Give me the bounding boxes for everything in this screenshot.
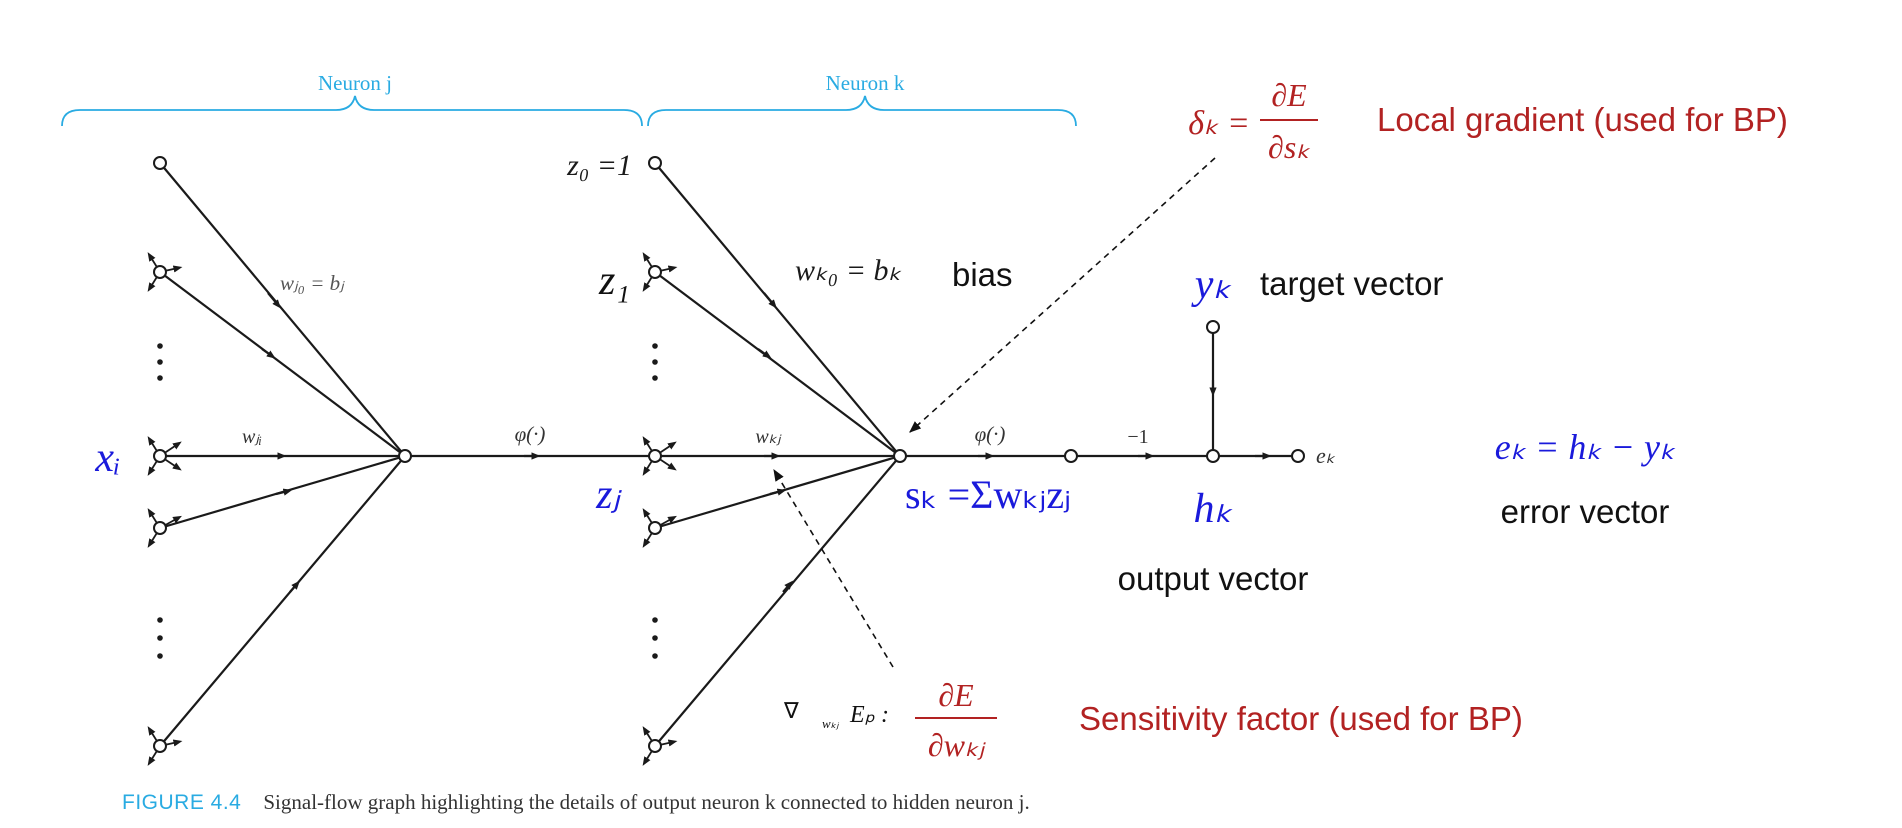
node-bias-j: [153, 156, 167, 170]
node-yk: [1206, 320, 1220, 334]
label-zj: zⱼ: [595, 472, 622, 518]
node-sum-j: [398, 449, 412, 463]
ellipsis-dots: [157, 343, 658, 659]
graph-nodes: [153, 156, 1305, 753]
node-z1: [648, 265, 662, 279]
node-ek: [1291, 449, 1305, 463]
label-minus1: −1: [1127, 426, 1148, 448]
label-hk: hₖ: [1194, 486, 1234, 532]
label-local-gradient: Local gradient (used for BP): [1377, 101, 1788, 138]
label-wj0: wⱼ₀ = bⱼ: [280, 271, 345, 295]
delta-denominator: ∂sₖ: [1268, 129, 1310, 165]
neuron-k-arrowheads: [757, 292, 1272, 593]
node-xm: [153, 739, 167, 753]
edge-z1-k: [654, 271, 901, 457]
label-yk: yₖ: [1191, 262, 1233, 308]
label-wji: wⱼᵢ: [242, 426, 262, 448]
input-stubs: [147, 252, 678, 766]
brace-neuron-j: [61, 95, 643, 127]
delta-lhs: δₖ =: [1188, 105, 1250, 142]
dashed-arrow-local-gradient: [909, 157, 1216, 433]
brace-label-neuron-j: Neuron j: [318, 71, 392, 95]
brace-label-neuron-k: Neuron k: [826, 71, 905, 95]
node-out-k: [1064, 449, 1078, 463]
fraction-bars: [915, 119, 1318, 719]
edge-x1-j: [159, 271, 406, 457]
label-target-vector: target vector: [1260, 265, 1443, 302]
label-phi-k: φ(·): [975, 422, 1006, 446]
label-ek-small: eₖ: [1316, 443, 1336, 468]
label-xi: xᵢ: [94, 435, 120, 481]
node-z0: [648, 156, 662, 170]
dashed-arrows: [773, 157, 1216, 668]
grad-subscript: wₖⱼ: [822, 716, 839, 731]
label-phi-j: φ(·): [515, 422, 546, 446]
label-sk-sum: sₖ =Σwₖⱼzⱼ: [905, 472, 1071, 517]
node-zj: [648, 449, 662, 463]
sensitivity-numerator: ∂E: [938, 677, 974, 713]
label-error-vector: error vector: [1501, 493, 1670, 530]
delta-numerator: ∂E: [1271, 77, 1307, 113]
node-xi: [153, 449, 167, 463]
label-output-vector: output vector: [1118, 560, 1309, 597]
sensitivity-denominator: ∂wₖⱼ: [928, 727, 987, 763]
node-x3: [153, 521, 167, 535]
edge-xm-j: [159, 455, 406, 747]
neuron-j-arrowheads: [261, 292, 541, 593]
edge-bias-k: [654, 162, 901, 457]
edge-bias-j: [159, 162, 406, 457]
edge-zm-k: [654, 455, 901, 747]
brace-neuron-k: [647, 95, 1077, 127]
grad-symbol: ∇: [783, 699, 799, 724]
label-wk0: wₖ₀ = bₖ: [795, 254, 901, 287]
node-sum-k: [893, 449, 907, 463]
label-z1: z₁: [598, 258, 630, 304]
label-sensitivity-factor: Sensitivity factor (used for BP): [1079, 700, 1523, 737]
label-wkj: wₖⱼ: [755, 426, 782, 448]
label-bias: bias: [952, 256, 1013, 293]
figure-number: FIGURE 4.4: [122, 791, 242, 814]
dashed-arrow-sensitivity: [773, 468, 894, 668]
node-x1: [153, 265, 167, 279]
label-z0: z₀ =1: [566, 149, 632, 182]
node-z3: [648, 521, 662, 535]
node-zm: [648, 739, 662, 753]
figure-caption: FIGURE 4.4 Signal-flow graph highlighting…: [122, 790, 1030, 815]
neuron-k-edges: [654, 162, 1298, 747]
grad-E: Eₚ :: [849, 702, 889, 728]
label-ek-equation: eₖ = hₖ − yₖ: [1495, 427, 1676, 467]
caption-text: Signal-flow graph highlighting the detai…: [263, 790, 1030, 814]
node-hk: [1206, 449, 1220, 463]
